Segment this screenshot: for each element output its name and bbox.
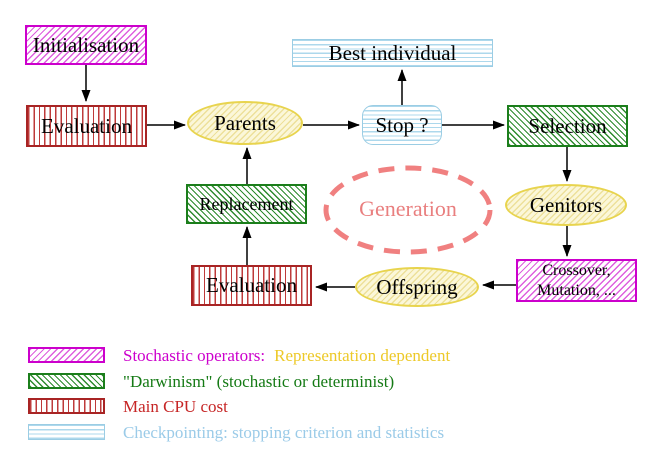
legend-checkpointing-text: Checkpointing: stopping criterion and st… (123, 423, 445, 442)
node-crossover-label-line1: Crossover, (542, 262, 611, 280)
node-selection: Selection (507, 105, 628, 147)
node-selection-label: Selection (528, 113, 607, 138)
legend-cpu-cost-text: Main CPU cost (123, 397, 228, 416)
node-evaluation-bottom-label: Evaluation (206, 273, 297, 298)
legend-stochastic-operators-text: Stochastic operators: (123, 346, 266, 365)
legend-magenta-hatch-swatch (28, 347, 105, 363)
node-offspring-label: Offspring (376, 274, 458, 299)
node-replacement-label: Replacement (199, 193, 294, 214)
legend-representation-dependent-text: Representation dependent (274, 346, 451, 365)
node-genitors-label: Genitors (529, 192, 603, 217)
node-parents: Parents (187, 101, 303, 145)
node-crossover-mutation: Crossover, Mutation, ... (516, 259, 637, 302)
generation-label: Generation (359, 196, 457, 221)
node-evaluation-top: Evaluation (26, 105, 147, 147)
node-offspring: Offspring (355, 267, 479, 307)
node-best-individual-label: Best individual (328, 40, 457, 65)
arrow-lines (81, 65, 572, 292)
node-replacement: Replacement (186, 184, 307, 224)
node-stop-label: Stop ? (375, 112, 429, 137)
node-parents-label: Parents (214, 110, 276, 135)
node-best-individual: Best individual (292, 39, 493, 67)
node-evaluation-bottom: Evaluation (191, 265, 312, 306)
node-crossover-label-line2: Mutation, ... (537, 281, 616, 299)
node-evaluation-top-label: Evaluation (41, 113, 132, 138)
legend-row-stochastic: Stochastic operators: Representation depe… (123, 346, 450, 366)
legend-cyan-stripes-swatch (28, 424, 105, 440)
legend-green-hatch-swatch (28, 373, 105, 389)
node-stop: Stop ? (362, 105, 442, 145)
legend-darwinism-text: "Darwinism" (stochastic or determinist) (123, 372, 395, 391)
node-initialisation: Initialisation (25, 25, 147, 65)
node-initialisation-label: Initialisation (32, 32, 140, 57)
legend-red-stripes-swatch (28, 398, 105, 414)
generation-cycle-ellipse (323, 165, 493, 255)
node-genitors: Genitors (505, 184, 627, 226)
